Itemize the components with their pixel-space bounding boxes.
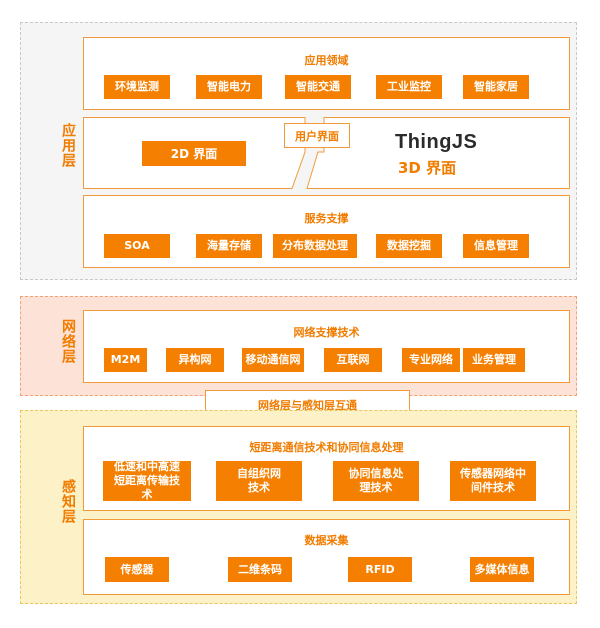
service-support-panel: 服务支撑 SOA 海量存储 分布数据处理 数据挖掘 信息管理 [83, 195, 570, 268]
network-item: 专业网络 [402, 348, 460, 372]
network-item: 业务管理 [463, 348, 525, 372]
network-support-panel: 网络支撑技术 M2M 异构网 移动通信网 互联网 专业网络 业务管理 [83, 310, 570, 383]
short-range-title: 短距离通信技术和协同信息处理 [249, 441, 404, 454]
sense-layer-title: 感知层 [60, 479, 76, 524]
data-collection-item: 多媒体信息 [470, 557, 534, 582]
network-support-title: 网络支撑技术 [293, 326, 360, 339]
application-domains-title: 应用领域 [304, 54, 349, 67]
network-item: M2M [104, 348, 147, 372]
service-item: SOA [104, 234, 170, 258]
3d-interface-label: 3D 界面 [398, 159, 457, 177]
domain-item: 环境监测 [104, 75, 170, 99]
service-item: 数据挖掘 [376, 234, 442, 258]
data-collection-item: 二维条码 [228, 557, 292, 582]
user-interface-label: 用户界面 [284, 123, 350, 148]
application-layer: 应用层 应用领域 环境监测 智能电力 智能交通 工业监控 智能家居 用户界面 2… [20, 22, 577, 280]
data-collection-item: 传感器 [105, 557, 169, 582]
domain-item: 工业监控 [376, 75, 442, 99]
network-layer-title: 网络层 [60, 319, 76, 364]
data-collection-item: RFID [348, 557, 412, 582]
domain-item: 智能电力 [196, 75, 262, 99]
short-range-item: 传感器网络中间件技术 [450, 461, 536, 501]
service-item: 信息管理 [463, 234, 529, 258]
domain-item: 智能交通 [285, 75, 351, 99]
data-collection-panel: 数据采集 传感器 二维条码 RFID 多媒体信息 [83, 519, 570, 595]
data-collection-title: 数据采集 [304, 534, 349, 547]
short-range-item: 低速和中高速短距离传输技术 [103, 460, 191, 501]
network-item: 移动通信网 [242, 348, 304, 372]
thingjs-logo: ThingJS [395, 131, 478, 153]
service-item: 分布数据处理 [273, 234, 357, 258]
service-item: 海量存储 [196, 234, 262, 258]
network-layer: 网络层 网络支撑技术 M2M 异构网 移动通信网 互联网 专业网络 业务管理 [20, 296, 577, 396]
application-layer-title: 应用层 [60, 123, 76, 168]
network-item: 互联网 [324, 348, 382, 372]
short-range-item: 自组织网技术 [216, 461, 302, 501]
sense-layer: 感知层 短距离通信技术和协同信息处理 低速和中高速短距离传输技术 自组织网技术 … [20, 410, 577, 604]
network-item: 异构网 [166, 348, 224, 372]
2d-interface-button: 2D 界面 [142, 141, 246, 166]
domain-item: 智能家居 [463, 75, 529, 99]
short-range-item: 协同信息处理技术 [333, 461, 419, 501]
service-support-title: 服务支撑 [304, 212, 349, 225]
short-range-panel: 短距离通信技术和协同信息处理 低速和中高速短距离传输技术 自组织网技术 协同信息… [83, 426, 570, 511]
application-domains-panel: 应用领域 环境监测 智能电力 智能交通 工业监控 智能家居 [83, 37, 570, 110]
